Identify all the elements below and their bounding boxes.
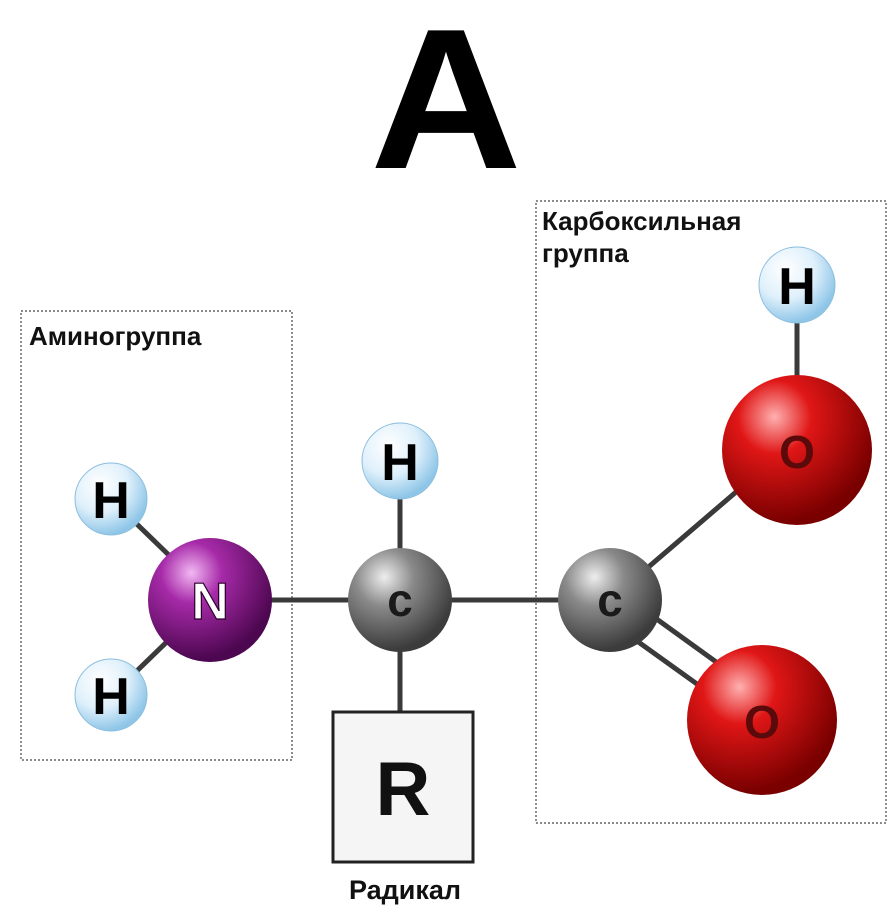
radical-caption: Радикал xyxy=(348,875,462,905)
atom-label: N xyxy=(191,573,229,631)
amino-group-label: Аминогруппа xyxy=(29,321,202,351)
carbon-atom-carboxyl: c xyxy=(558,548,662,652)
carboxyl-group-box xyxy=(535,200,887,824)
carboxyl-group-label-line1: Карбоксильная xyxy=(542,206,742,236)
atom-label: O xyxy=(744,696,780,748)
atom-label: H xyxy=(92,472,130,530)
hydrogen-atom-alpha: H xyxy=(361,422,439,500)
radical-label-symbol: R xyxy=(376,747,431,832)
carbon-atom-alpha: c xyxy=(348,548,452,652)
nitrogen-atom: N xyxy=(148,538,272,662)
atom-label: c xyxy=(387,574,413,626)
atom-label: H xyxy=(92,668,130,726)
hydrogen-atom-amino-top: H xyxy=(74,462,148,536)
atom-label: H xyxy=(381,434,419,492)
oxygen-atom-carbonyl: O xyxy=(687,645,837,795)
oxygen-atom-hydroxyl: O xyxy=(722,375,872,525)
amino-group-box xyxy=(20,310,293,761)
hydrogen-atom-hydroxyl: H xyxy=(758,246,836,324)
radical-box: R xyxy=(331,710,475,864)
atom-label: O xyxy=(779,426,815,478)
atom-label: H xyxy=(778,258,816,316)
page-title: A xyxy=(370,0,522,211)
carboxyl-group-label-line2: группа xyxy=(542,238,629,268)
atom-label: c xyxy=(597,574,623,626)
hydrogen-atom-amino-bottom: H xyxy=(74,658,148,732)
